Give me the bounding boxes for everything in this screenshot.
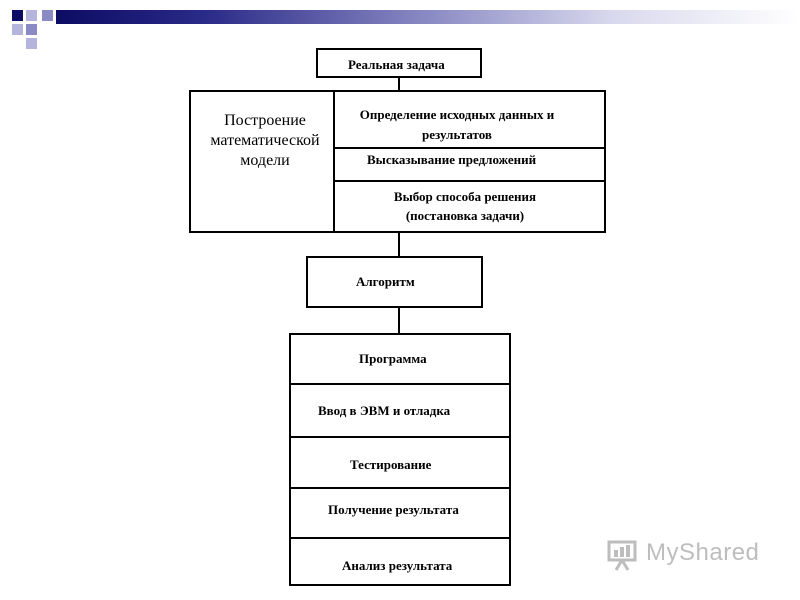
header-square-light (12, 24, 23, 35)
model-title: Построение математической модели (210, 112, 320, 169)
algorithm-label: Алгоритм (356, 274, 415, 289)
program-step-3: Тестирование (350, 457, 432, 472)
model-divider (333, 91, 335, 232)
model-step-2: Высказывание предложений (367, 152, 537, 167)
program-divider-3 (290, 487, 510, 489)
header-gradient-bar (56, 10, 800, 24)
header-square-light-2 (26, 10, 37, 21)
program-step-4: Получение результата (328, 502, 459, 517)
connector-algorithm-program (398, 308, 400, 334)
presentation-board-icon (607, 540, 637, 571)
model-block (189, 90, 606, 233)
real-task-label: Реальная задача (348, 57, 445, 72)
program-step-2: Ввод в ЭВМ и отладка (318, 403, 451, 418)
watermark-text: MyShared (646, 539, 760, 566)
model-step-3: Выбор способа решения (постановка задачи… (393, 189, 537, 223)
connector-model-algorithm (398, 233, 400, 257)
program-step-5: Анализ результата (342, 558, 453, 573)
program-block (289, 333, 511, 586)
connector-top (398, 78, 400, 90)
program-step-1: Программа (359, 351, 427, 366)
watermark: MyShared (606, 536, 776, 572)
model-row-divider-2 (335, 180, 605, 182)
program-divider-1 (290, 383, 510, 385)
algorithm-box: Алгоритм (306, 256, 483, 308)
model-row-divider-1 (335, 147, 605, 149)
header-square-small (42, 10, 53, 21)
real-task-box: Реальная задача (316, 48, 482, 78)
header-square-mid (26, 24, 37, 35)
header-square-dark (12, 10, 23, 21)
program-divider-4 (290, 537, 510, 539)
model-step-1: Определение исходных данных и результато… (359, 107, 555, 142)
program-divider-2 (290, 436, 510, 438)
header-square-small-2 (26, 38, 37, 49)
